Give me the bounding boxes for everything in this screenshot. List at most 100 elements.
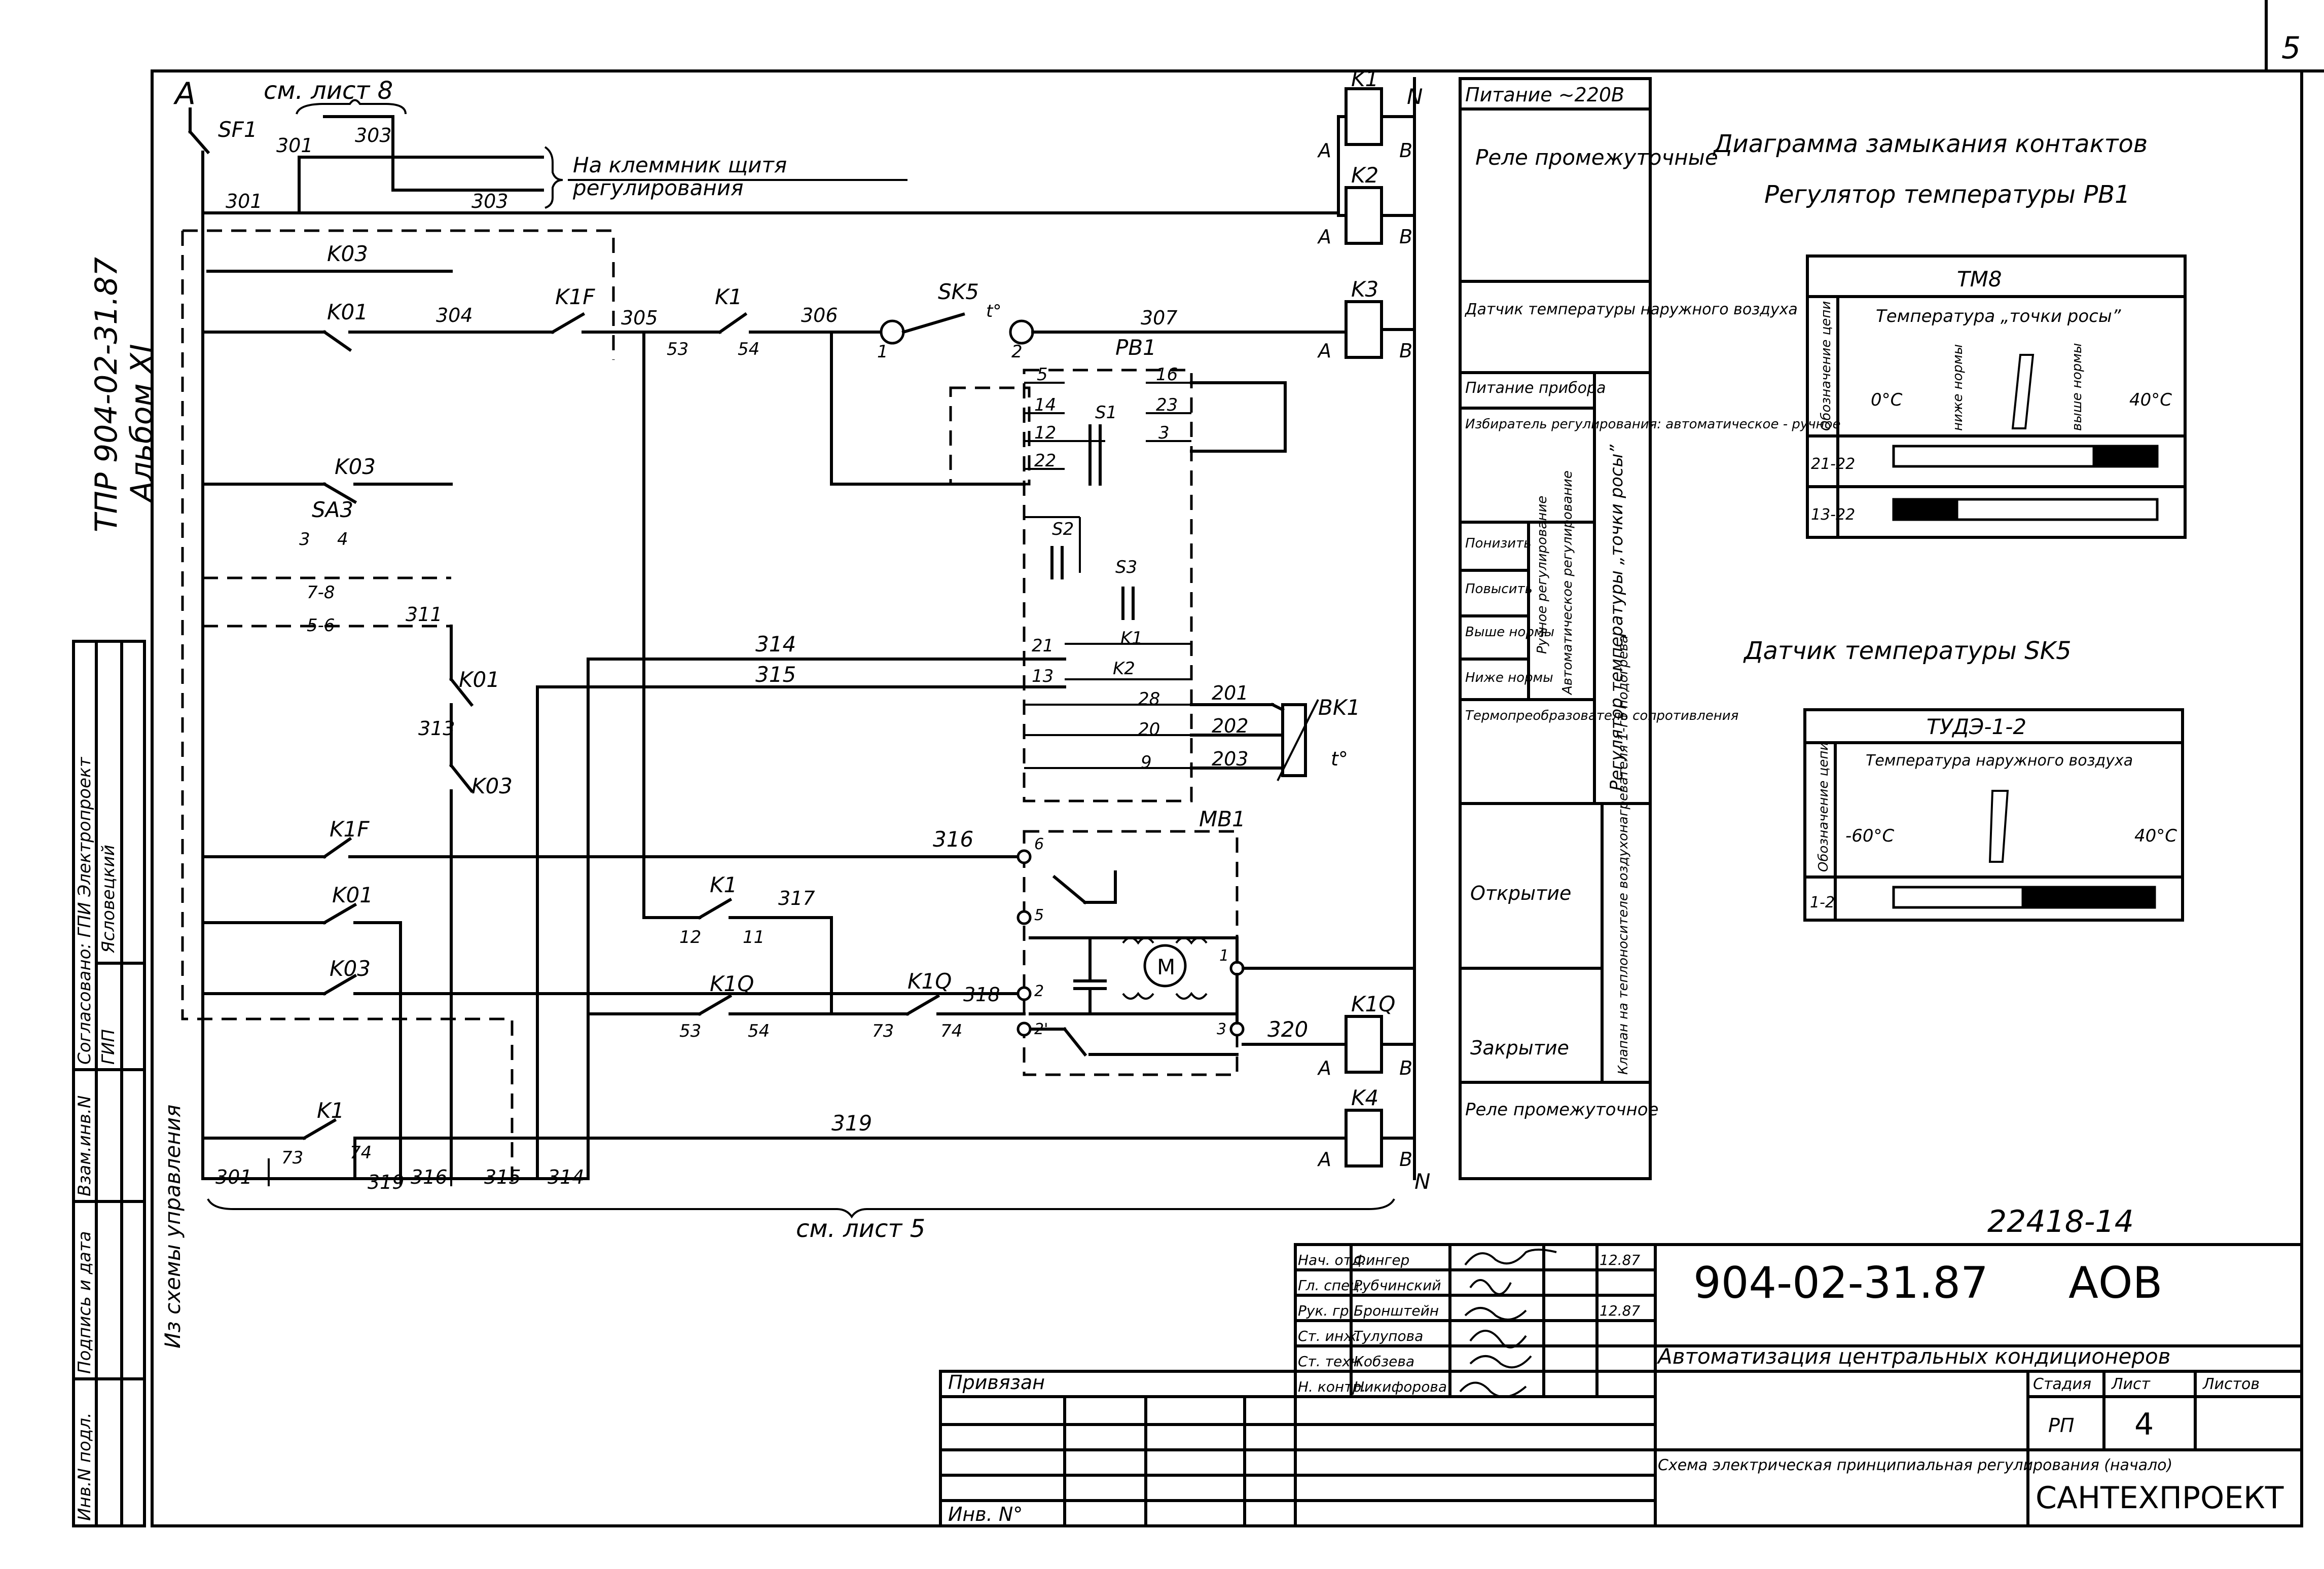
svg-text:A: A [1317,340,1331,362]
wire-305: 305 [621,307,658,329]
svg-text:7-8: 7-8 [307,582,335,603]
role-4: Ст. техн. [1298,1353,1364,1370]
diagram1-col-header: Обозначение цепи [1819,301,1834,431]
k1f-label-2: K1F [330,817,370,842]
svg-text:4: 4 [337,529,348,550]
wire-label-303b: 303 [471,190,509,212]
svg-text:K2: K2 [1113,659,1135,679]
wire-318: 318 [963,983,1000,1006]
svg-text:S2: S2 [1052,519,1074,539]
code-top: 22418-14 [1987,1204,2134,1239]
svg-text:12: 12 [679,927,701,947]
mb1-box [1023,830,1239,1076]
date-2: 12.87 [1600,1302,1640,1319]
phase-a-label: A [173,76,196,112]
diagram1-device: ТМ8 [1957,267,2002,291]
bound-label: Привязан [948,1371,1045,1394]
contact-diagram-pb1: ТМ8 Обозначение цепи Температура „точки … [1806,254,2187,539]
mb1-label: MB1 [1199,807,1246,831]
from-control-label: Из схемы управления [160,1105,185,1348]
svg-text:5: 5 [1034,906,1044,924]
legend-row-4: Понизить [1465,536,1532,551]
name-3: Тулупова [1354,1328,1423,1344]
stage-header: Стадия [2033,1375,2091,1393]
k3-label: K3 [1351,277,1378,302]
project-name: Автоматизация центральных кондиционеров [1656,1344,2170,1369]
svg-text:K1: K1 [1120,628,1143,648]
relay-k3: K3 A B [1317,277,1412,362]
svg-text:73: 73 [872,1021,894,1041]
legend-row-7: Ниже нормы [1465,670,1553,685]
svg-text:S3: S3 [1115,557,1137,577]
svg-text:3: 3 [1217,1020,1226,1038]
date-1: 12.87 [1600,1252,1640,1268]
svg-text:21: 21 [1032,636,1054,656]
svg-text:14: 14 [1034,395,1056,415]
to-terminal-label-1: На клеммник щитя [573,153,787,177]
sheet-value: 4 [2134,1407,2154,1442]
inv-label: Инв. N° [948,1503,1023,1525]
svg-text:5: 5 [1037,364,1048,385]
svg-text:20: 20 [1138,719,1160,740]
sign-date-label: Подпись и дата [75,1231,95,1374]
wire-203: 203 [1212,748,1249,770]
svg-text:2: 2 [1034,982,1044,1000]
wire-315: 315 [755,662,796,687]
legend-row-11: Реле промежуточное [1465,1100,1658,1120]
legend-row-8: Термопреобразователь сопротивления [1465,708,1738,723]
svg-text:316: 316 [411,1166,448,1188]
svg-text:t°: t° [986,301,1001,321]
signature-scribbles [1459,1249,1557,1398]
name-5: Никифорова [1354,1378,1447,1395]
svg-text:319: 319 [368,1171,405,1193]
diagram2-tmin: -60°C [1845,826,1895,846]
name-0: Фингер [1354,1252,1409,1268]
k01-label-2: K01 [459,667,500,692]
pb1-label: PB1 [1115,335,1156,360]
k03-label-2: K03 [335,454,376,479]
svg-text:53: 53 [679,1021,701,1041]
svg-text:11: 11 [743,927,765,947]
svg-text:315: 315 [484,1166,521,1188]
stage-value: РП [2048,1414,2075,1437]
svg-text:16: 16 [1156,364,1178,385]
k03-label-3: K03 [471,774,513,798]
k01-label-3: K01 [332,883,373,907]
wire-316: 316 [933,827,973,852]
k1-label-3: K1 [317,1098,344,1123]
svg-text:3: 3 [299,529,310,550]
svg-text:5-6: 5-6 [307,615,335,636]
motor-label: M [1157,955,1175,979]
legend-row-3: Избиратель регулирования: автоматическое… [1465,417,1841,432]
sheet-title: Схема электрическая принципиальная регул… [1658,1456,2172,1474]
svg-text:314: 314 [548,1166,585,1188]
title-block: 904-02-31.87 АОВ Автоматизация центральн… [939,1243,2303,1527]
svg-text:12: 12 [1034,423,1056,443]
svg-text:2: 2 [1011,342,1023,362]
wire-label-301a: 301 [276,134,313,157]
wire-314: 314 [755,632,796,656]
neutral-n-label-bottom: N [1414,1169,1430,1194]
legend-group-auto: Автоматическое регулирование [1560,470,1575,696]
svg-text:B: B [1399,340,1412,362]
side-stamp: Согласовано: ГПИ Электропроект ГИП Яслов… [72,640,146,1527]
svg-text:A: A [1317,1148,1331,1171]
doc-mark: АОВ [2068,1258,2163,1308]
wire-label-303a: 303 [355,124,392,147]
page-number: 5 [2281,30,2301,66]
sk5-label: SK5 [938,279,979,304]
diagram1-param: Температура „точки росы” [1876,306,2121,326]
svg-text:A: A [1317,1057,1331,1079]
name-1: Рубчинский [1354,1277,1441,1294]
k2-label: K2 [1351,163,1378,188]
wire-306: 306 [801,304,838,326]
wire-317: 317 [778,887,815,909]
k1-contact-label: K1 [715,284,742,309]
svg-text:B: B [1399,226,1412,248]
svg-text:74: 74 [350,1143,372,1163]
wire-label-301b: 301 [226,190,263,212]
legend-row-10: Закрытие [1470,1037,1569,1059]
sf1-label: SF1 [218,117,258,142]
